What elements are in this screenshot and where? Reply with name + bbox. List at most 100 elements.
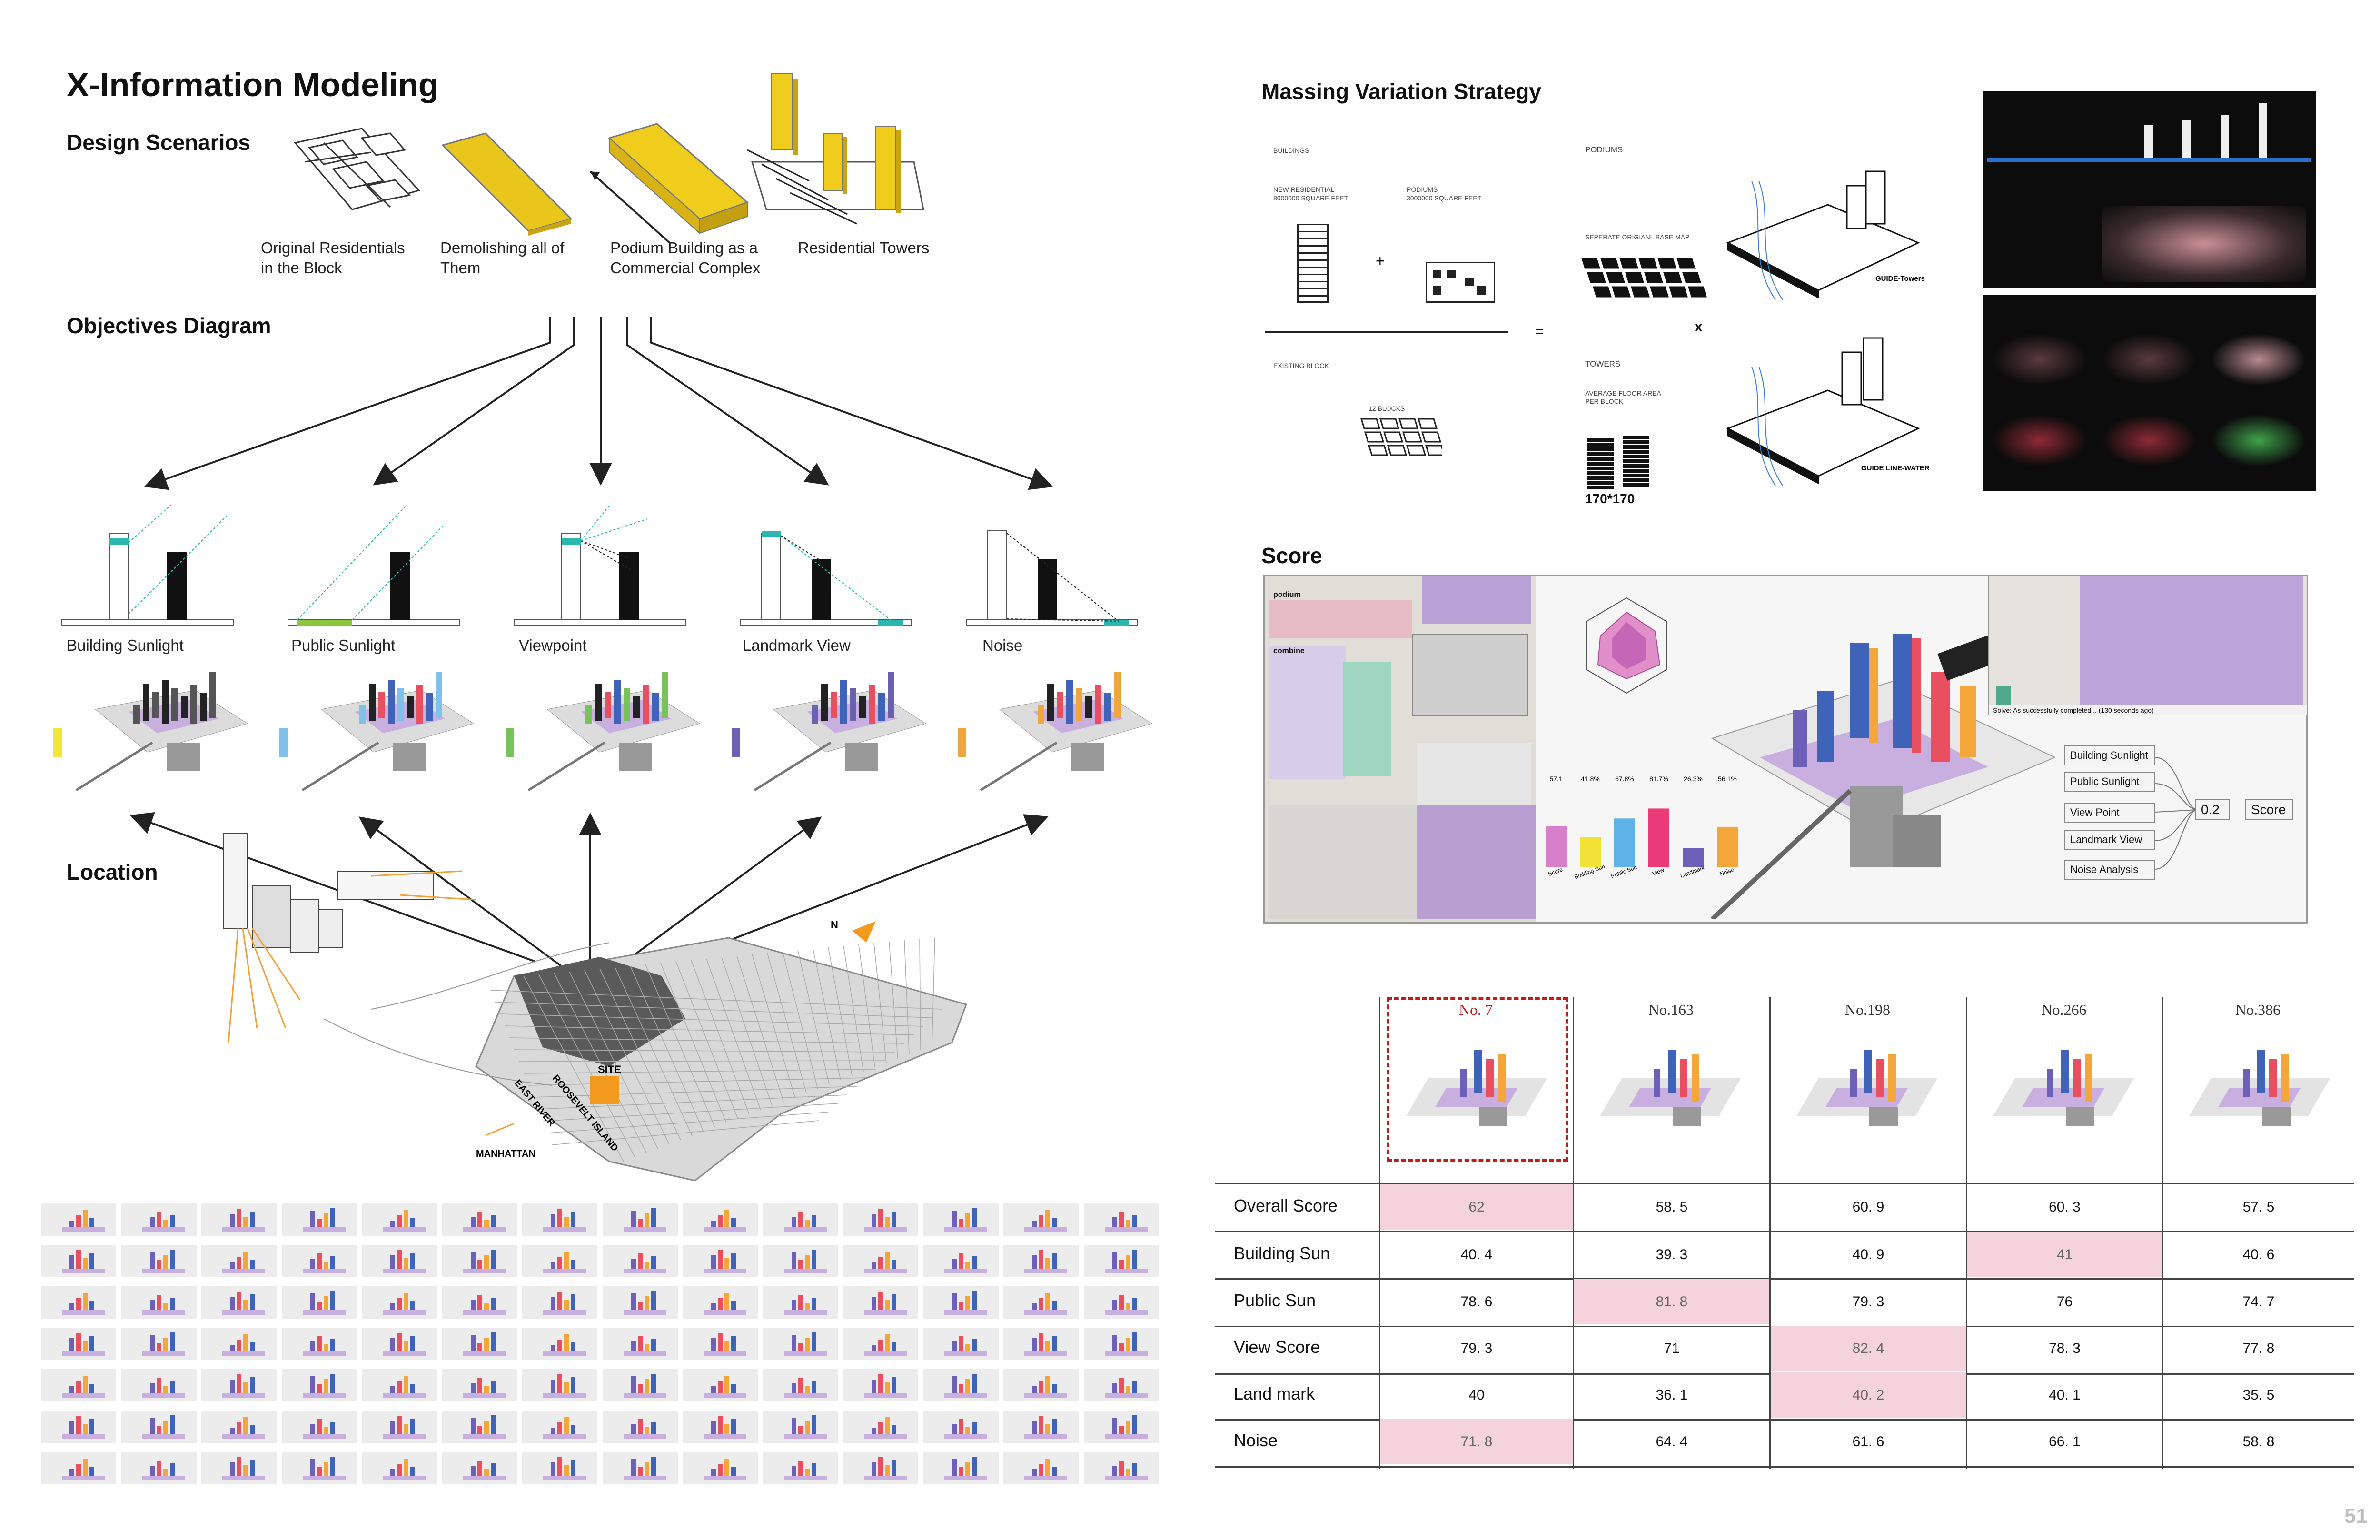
location-heading: Location [67, 860, 158, 884]
score-input-building-sunlight: Building Sunlight [2064, 745, 2155, 765]
podium-block [589, 123, 749, 243]
existing-block-label: EXISTING BLOCK [1273, 362, 1329, 369]
bar-value-label: 26.3% [1684, 775, 1703, 783]
score-heading: Score [1261, 543, 1322, 568]
iteration-thumbnail [121, 1411, 197, 1443]
context-buildings [223, 833, 434, 953]
iteration-thumbnail [281, 1369, 357, 1401]
objective-label-3: Viewpoint [519, 636, 587, 654]
manhattan-label: MANHATTAN [476, 1149, 536, 1159]
massing-diagram: BUILDINGS NEW RESIDENTIAL 8000000 SQUARE… [1261, 119, 1975, 509]
tower-analysis-screenshot [1983, 91, 2316, 288]
objective-model-1 [53, 672, 248, 792]
base-map-label: SEPERATE ORIGIANL BASE MAP [1585, 233, 1690, 241]
table-column-header: No.266 [2041, 1001, 2087, 1018]
selected-option-frame [1387, 997, 1568, 1162]
solver-status-bar: Solve: As successfully completed... (130… [1989, 705, 2307, 715]
objective-legend-1 [53, 728, 62, 757]
iteration-thumbnail [121, 1452, 197, 1484]
table-cell: 39. 3 [1656, 1247, 1688, 1262]
scenario-caption-4: Residential Towers [798, 239, 930, 257]
buildings-label: BUILDINGS [1273, 147, 1309, 154]
bar-score [1546, 826, 1567, 867]
objective-legend-5 [958, 728, 966, 757]
table-cell: 58. 5 [1656, 1199, 1688, 1215]
iteration-thumbnail [362, 1452, 437, 1484]
bar-value-label: 57.1 [1549, 775, 1562, 783]
iteration-thumbnail [923, 1203, 999, 1236]
iteration-thumbnail [923, 1369, 999, 1401]
iteration-thumbnail [522, 1369, 597, 1401]
connector-arrows [129, 317, 1053, 977]
residential-towers [747, 73, 924, 225]
table-row-label: Public Sun [1234, 1291, 1316, 1310]
iteration-thumbnail [1003, 1411, 1079, 1443]
divider-line [1265, 331, 1508, 333]
iteration-thumbnail [442, 1286, 517, 1319]
iteration-thumbnail [602, 1452, 678, 1484]
table-cell: 35. 5 [2242, 1387, 2275, 1403]
score-input-public-sunlight: Public Sunlight [2064, 772, 2155, 792]
page-number: 51 [2344, 1504, 2368, 1528]
iteration-thumbnail [763, 1452, 838, 1484]
objective-label-4: Landmark View [743, 636, 851, 654]
objective-diagrams [61, 505, 1138, 626]
landmark-view-diagram [740, 531, 912, 626]
iteration-thumbnail [522, 1328, 597, 1360]
iteration-thumbnail [442, 1369, 517, 1401]
bar-value-label: 67.8% [1615, 775, 1634, 783]
podiums-title: PODIUMS [1585, 145, 1623, 154]
iteration-thumbnail [1003, 1452, 1079, 1484]
iteration-thumbnail [1083, 1411, 1159, 1443]
iteration-thumbnail [763, 1203, 838, 1236]
table-cell: 71 [1664, 1341, 1680, 1356]
table-column-header: No.386 [2235, 1001, 2281, 1018]
iteration-thumbnail [602, 1203, 678, 1236]
iteration-thumbnail [442, 1411, 517, 1443]
option-model [1796, 1040, 1938, 1131]
iteration-thumbnail [602, 1411, 678, 1443]
iteration-thumbnail [683, 1452, 758, 1484]
table-cell: 40. 6 [2242, 1247, 2275, 1262]
iteration-thumbnail [843, 1245, 918, 1277]
iteration-thumbnail [763, 1286, 838, 1319]
iteration-thumbnail [923, 1286, 999, 1319]
table-row-label: Land mark [1234, 1384, 1315, 1403]
iteration-thumbnail [281, 1411, 357, 1443]
iteration-thumbnail [843, 1452, 918, 1484]
tower-icon-1 [1587, 438, 1614, 490]
iteration-thumbnail [683, 1411, 758, 1443]
objective-model-2 [279, 672, 475, 792]
table-cell: 40. 2 [1771, 1372, 1966, 1418]
table-cell: 78. 6 [1460, 1294, 1493, 1310]
radar-chart [1586, 597, 1667, 694]
bar-value-label: 41.8% [1581, 775, 1600, 783]
table-cell: 76 [2056, 1294, 2073, 1310]
iteration-thumbnail [1003, 1245, 1079, 1277]
page-title: X-Information Modeling [67, 66, 439, 103]
option-model [1406, 1040, 1547, 1131]
noise-rays [228, 870, 476, 1043]
score-wires [2155, 757, 2198, 870]
table-cell: 66. 1 [2049, 1434, 2081, 1450]
iteration-thumbnail [683, 1286, 758, 1319]
public-sunlight-diagram [288, 505, 460, 626]
iteration-thumbnail [602, 1286, 678, 1319]
option-model [1599, 1040, 1741, 1131]
site-marker [590, 1076, 619, 1104]
iteration-thumbnail [362, 1369, 437, 1401]
iteration-thumbnail [1003, 1203, 1079, 1236]
iteration-thumbnail [843, 1411, 918, 1443]
equals-sign: = [1535, 323, 1544, 340]
iteration-thumbnail [362, 1286, 437, 1319]
iteration-thumbnail [41, 1328, 116, 1360]
bar-category-label: Score [1547, 866, 1564, 877]
design-scenarios-heading: Design Scenarios [67, 130, 251, 155]
objective-legend-3 [506, 728, 514, 757]
table-row-label: Overall Score [1234, 1196, 1338, 1215]
table-cell: 71. 8 [1380, 1419, 1573, 1464]
table-cell: 82. 4 [1771, 1326, 1966, 1371]
